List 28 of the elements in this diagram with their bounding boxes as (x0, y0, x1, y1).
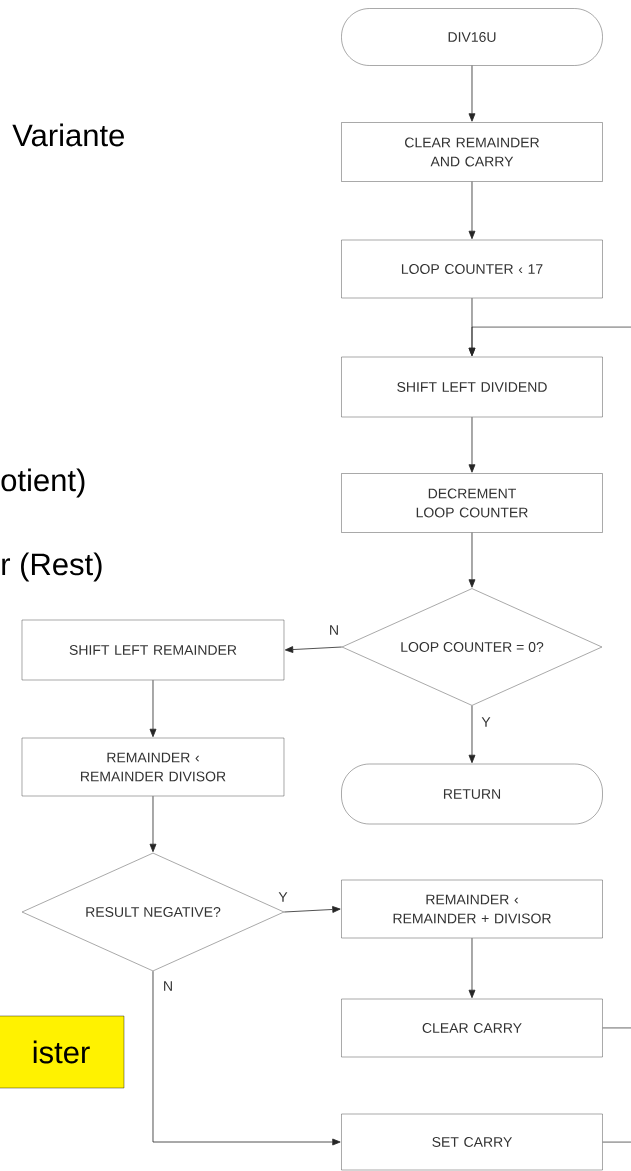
arrow (468, 181, 476, 240)
process-box: CLEAR CARRY (341, 998, 603, 1058)
arrow (468, 705, 476, 764)
arrow (283, 906, 341, 913)
arrow (468, 326, 631, 357)
arrow (284, 646, 343, 653)
arrow (152, 970, 341, 1146)
edge-label: N (327, 624, 341, 636)
process-box: SHIFT LEFT REMAINDER (21, 619, 285, 681)
arrow (468, 532, 476, 588)
arrow (149, 679, 157, 738)
arrow (468, 937, 476, 999)
note-box: ister (0, 1015, 125, 1089)
process-box: REMAINDER ‹ REMAINDER DIVISOR (21, 737, 285, 797)
process-box: SHIFT LEFT DIVIDEND (341, 356, 603, 418)
arrow (149, 795, 157, 853)
process-box: DECREMENT LOOP COUNTER (341, 473, 603, 533)
process-box: SET CARRY (341, 1113, 603, 1171)
arrow (468, 65, 476, 122)
process-box: REMAINDER ‹ REMAINDER + DIVISOR (341, 879, 603, 939)
slide-text: r (Rest) (2, 552, 102, 582)
process-box: CLEAR REMAINDER AND CARRY (341, 122, 603, 182)
edge-label: N (161, 980, 175, 992)
slide-text: otient) (1, 468, 85, 498)
process-box: LOOP COUNTER ‹ 17 (341, 239, 603, 299)
arrow (468, 416, 476, 473)
slide-text: Variante (12, 123, 124, 147)
edge-label: Y (480, 716, 492, 728)
